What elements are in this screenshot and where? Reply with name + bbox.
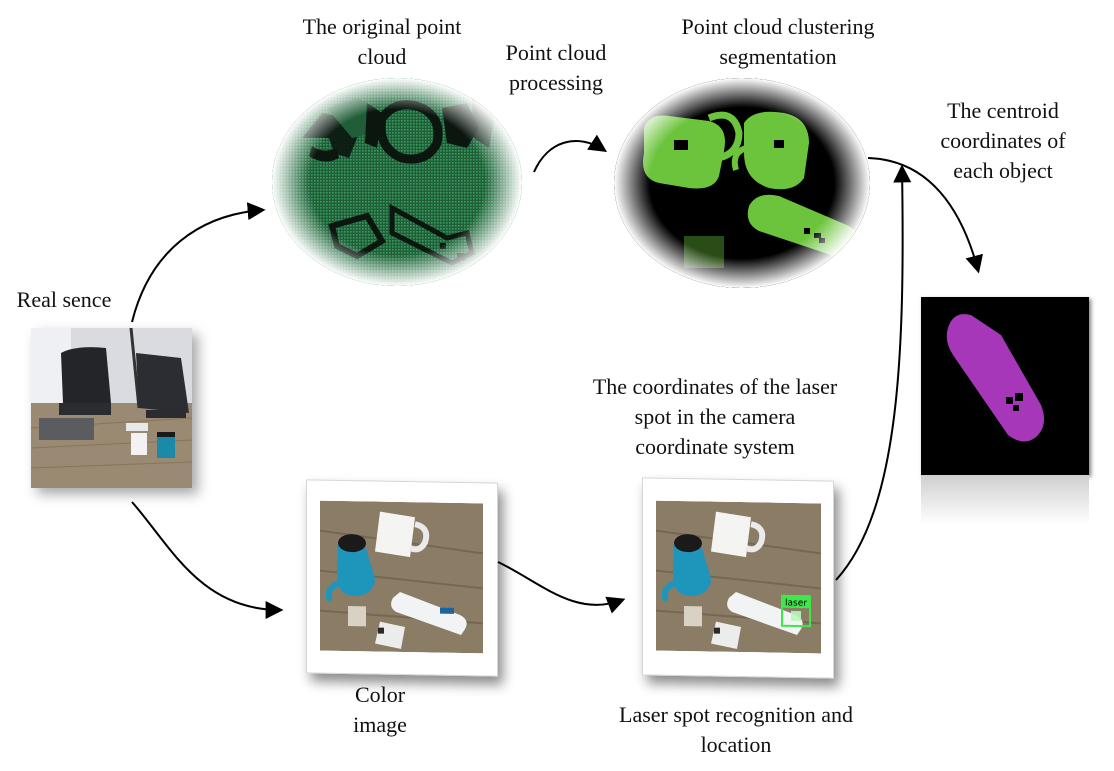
target-object-reflection [921,475,1089,525]
laser-spot-photo: laser [656,500,821,654]
label-color-image: Color image [353,682,407,737]
clustering-segmentation-image [614,78,870,288]
label-laser-spot-coordinates: The coordinates of the laser spot in the… [592,374,838,459]
arrow-processing [533,134,608,173]
target-object-point-cloud [921,297,1089,475]
arrow-scene-to-point-cloud [131,202,266,323]
label-laser-spot-recognition: Laser spot recognition and location [619,702,853,757]
arrow-color-to-laser [497,561,626,614]
laser-detection-label-bg [782,595,810,609]
color-image-frame [306,479,498,677]
label-centroid-coordinates: The centroid coordinates of each object [940,98,1066,183]
laser-spot-frame: laser [642,477,834,679]
arrow-cluster-to-centroid [867,157,983,274]
laser-detection-label: laser [785,598,807,608]
arrow-laser-to-centroid [835,164,912,581]
label-real-scene: Real sence [16,287,112,312]
label-original-point-cloud: The original point cloud [302,14,462,69]
color-image-photo [320,500,483,654]
original-point-cloud-image [272,78,522,286]
label-clustering-segmentation: Point cloud clustering segmentation [681,14,875,69]
label-point-cloud-processing: Point cloud processing [505,40,607,95]
arrow-scene-to-color-image [131,501,284,619]
real-scene-photo [31,328,192,488]
